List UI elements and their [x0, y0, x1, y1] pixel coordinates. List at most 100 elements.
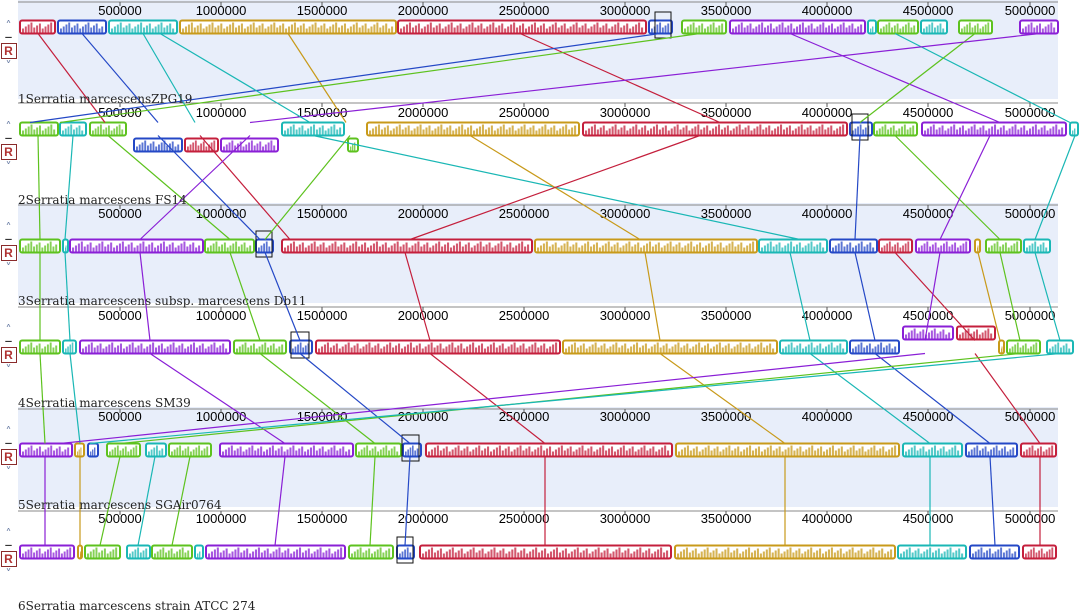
similarity-profile: [1036, 25, 1039, 33]
similarity-profile: [142, 550, 145, 558]
similarity-profile: [995, 445, 998, 456]
similarity-profile: [605, 130, 608, 135]
similarity-profile: [814, 450, 817, 456]
similarity-profile: [763, 449, 766, 456]
similarity-profile: [189, 244, 192, 252]
chevron-up-icon[interactable]: ˄: [5, 120, 12, 134]
similarity-profile: [459, 23, 462, 33]
similarity-profile: [420, 246, 423, 252]
similarity-profile: [417, 241, 420, 252]
similarity-profile: [160, 142, 163, 151]
similarity-profile: [624, 550, 627, 558]
similarity-profile: [560, 445, 563, 456]
similarity-profile: [919, 448, 922, 456]
similarity-profile: [326, 342, 329, 353]
similarity-profile: [819, 343, 822, 353]
similarity-profile: [604, 243, 607, 252]
similarity-profile: [422, 129, 425, 135]
similarity-profile: [766, 25, 769, 33]
similarity-profile: [793, 347, 796, 353]
similarity-profile: [579, 345, 582, 353]
similarity-profile: [959, 127, 962, 135]
lcb-connector: [924, 252, 941, 341]
similarity-profile: [155, 347, 158, 353]
similarity-profile: [689, 450, 692, 456]
similarity-profile: [244, 342, 247, 353]
similarity-profile: [315, 129, 318, 135]
chevron-up-icon[interactable]: ˄: [5, 19, 12, 33]
similarity-profile: [189, 144, 192, 151]
lcb-connector: [974, 353, 1041, 444]
similarity-profile: [904, 243, 907, 252]
collapse-button[interactable]: –: [4, 535, 13, 554]
similarity-profile: [804, 346, 807, 353]
similarity-profile: [35, 244, 38, 252]
similarity-profile: [24, 346, 27, 353]
similarity-profile: [263, 243, 266, 252]
chevron-up-icon[interactable]: ˄: [5, 323, 12, 337]
collapse-button[interactable]: –: [4, 433, 13, 452]
similarity-profile: [79, 28, 82, 33]
chevron-up-icon[interactable]: ˄: [5, 527, 12, 541]
similarity-profile: [122, 448, 125, 456]
chevron-down-icon[interactable]: ˅: [5, 363, 12, 377]
similarity-profile: [600, 552, 603, 558]
similarity-profile: [783, 551, 786, 558]
similarity-profile: [379, 449, 382, 456]
similarity-profile: [566, 448, 569, 456]
similarity-profile: [131, 551, 134, 558]
similarity-profile: [78, 449, 80, 456]
similarity-profile: [957, 450, 960, 456]
similarity-profile: [857, 26, 860, 33]
similarity-profile: [358, 27, 361, 33]
similarity-profile: [922, 329, 925, 339]
reset-button[interactable]: R: [0, 245, 17, 261]
similarity-profile: [896, 242, 899, 252]
similarity-profile: [111, 28, 114, 33]
similarity-profile: [948, 246, 951, 252]
similarity-profile: [748, 547, 751, 558]
collapse-button[interactable]: –: [4, 229, 13, 248]
chevron-down-icon[interactable]: ˅: [5, 465, 12, 479]
similarity-profile: [481, 548, 484, 558]
similarity-profile: [784, 346, 787, 353]
reset-button[interactable]: R: [0, 347, 17, 363]
similarity-profile: [296, 27, 299, 33]
similarity-profile: [903, 124, 906, 135]
lcb-connector: [229, 252, 261, 341]
collapse-button[interactable]: –: [4, 27, 13, 46]
chevron-down-icon[interactable]: ˅: [5, 567, 12, 581]
similarity-profile: [458, 241, 461, 252]
similarity-profile: [620, 127, 623, 135]
similarity-profile: [734, 448, 737, 456]
similarity-profile: [771, 552, 774, 558]
similarity-profile: [234, 549, 237, 558]
collapse-button[interactable]: –: [4, 128, 13, 147]
similarity-profile: [516, 347, 519, 353]
similarity-profile: [553, 125, 556, 135]
similarity-profile: [727, 547, 730, 558]
similarity-profile: [318, 448, 321, 456]
similarity-profile: [102, 129, 105, 135]
similarity-profile: [157, 345, 160, 353]
collapse-button[interactable]: –: [4, 331, 13, 350]
similarity-profile: [425, 127, 428, 135]
chevron-down-icon[interactable]: ˅: [5, 160, 12, 174]
chevron-up-icon[interactable]: ˄: [5, 221, 12, 235]
similarity-profile: [549, 551, 553, 558]
similarity-profile: [526, 553, 529, 558]
chevron-down-icon[interactable]: ˅: [5, 261, 12, 275]
reset-button[interactable]: R: [0, 449, 17, 465]
similarity-profile: [942, 329, 945, 339]
similarity-profile: [340, 244, 343, 252]
reset-button[interactable]: R: [0, 551, 17, 567]
similarity-profile: [266, 548, 269, 558]
similarity-profile: [1035, 552, 1038, 558]
similarity-profile: [513, 22, 516, 33]
chevron-down-icon[interactable]: ˅: [5, 59, 12, 73]
reset-button[interactable]: R: [0, 144, 17, 160]
lcb-connector: [789, 32, 1001, 124]
similarity-profile: [173, 553, 176, 558]
reset-button[interactable]: R: [0, 43, 17, 59]
chevron-up-icon[interactable]: ˄: [5, 425, 12, 439]
